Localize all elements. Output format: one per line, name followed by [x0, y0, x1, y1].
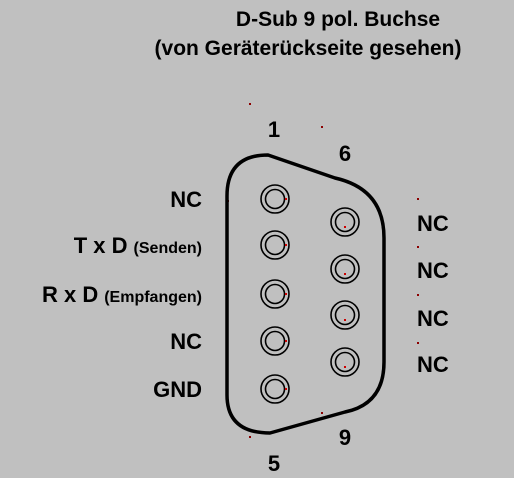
pin-8: [330, 300, 360, 330]
left-label-row3-main: R x D: [42, 282, 98, 307]
grid-dot: [321, 126, 323, 128]
connector-shell-outline: [225, 153, 386, 435]
left-label-row4-main: NC: [170, 329, 202, 354]
right-label-row2: NC: [417, 258, 449, 283]
grid-dot: [417, 246, 419, 248]
pin-number-6: 6: [339, 141, 351, 166]
title-line-2: (von Geräterückseite gesehen): [155, 37, 462, 60]
right-label-row1: NC: [417, 211, 449, 236]
grid-dot: [417, 198, 419, 200]
left-label-row2-sub: (Senden): [134, 240, 202, 257]
pin-2: [260, 230, 290, 260]
left-label-row4: NC: [170, 329, 202, 354]
left-label-row3-sub: (Empfangen): [104, 289, 202, 306]
right-label-row4: NC: [417, 352, 449, 377]
grid-dot: [249, 436, 251, 438]
pin-1: [260, 184, 290, 214]
pin-9: [330, 347, 360, 377]
left-label-row5-main: GND: [153, 377, 202, 402]
pin-4: [260, 326, 290, 356]
title-line-1: D-Sub 9 pol. Buchse: [236, 8, 440, 31]
grid-dot: [417, 342, 419, 344]
pin-3: [260, 279, 290, 309]
left-label-row1: NC: [170, 187, 202, 212]
grid-dot: [321, 412, 323, 414]
left-label-row5: GND: [153, 377, 202, 402]
left-label-row2: T x D (Senden): [74, 233, 202, 258]
pin-number-1: 1: [268, 117, 280, 142]
pin-5: [260, 374, 290, 404]
right-label-row3: NC: [417, 306, 449, 331]
grid-dots: [227, 103, 419, 438]
grid-dot: [417, 294, 419, 296]
pin-7: [330, 254, 360, 284]
pin-number-5: 5: [268, 451, 280, 476]
grid-dot: [249, 103, 251, 105]
left-label-row1-main: NC: [170, 187, 202, 212]
left-label-row2-main: T x D: [74, 233, 128, 258]
pin-number-9: 9: [339, 425, 351, 450]
left-label-row3: R x D (Empfangen): [42, 282, 202, 307]
pin-6: [330, 207, 360, 237]
